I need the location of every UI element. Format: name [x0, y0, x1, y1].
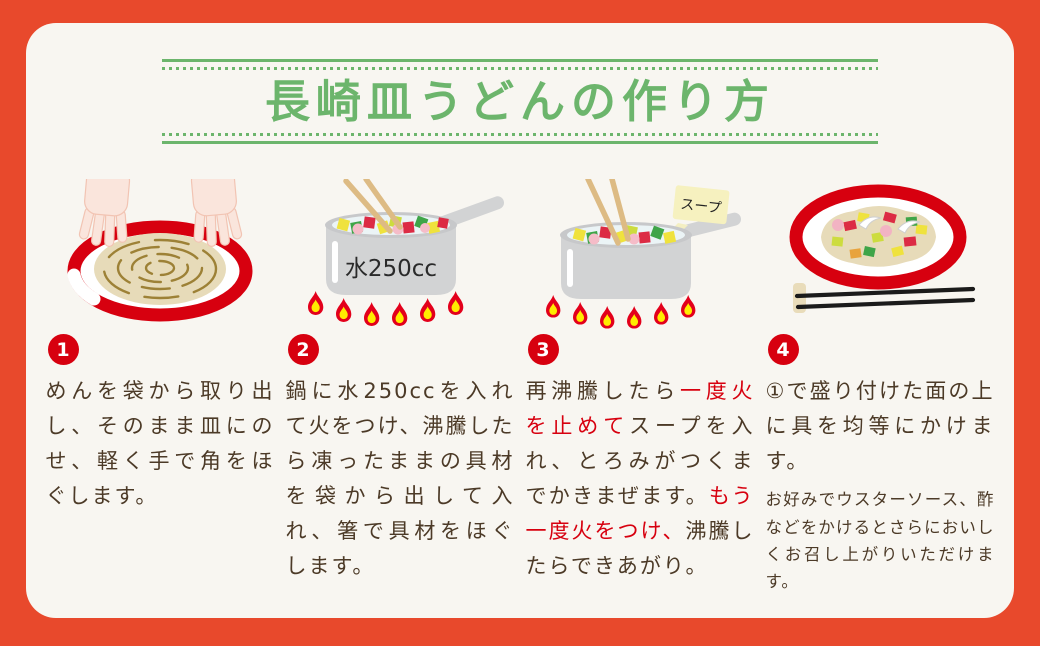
toppings-icon: [831, 211, 927, 259]
step-text: 再沸騰したら一度火を止めてスープを入れ、とろみがつくまでかきまぜます。もう一度火…: [525, 379, 755, 579]
step-number: 3: [536, 338, 550, 361]
chopsticks-icon: [342, 179, 403, 234]
step-note: お好みでウスターソース、酢などをかけるとさらにおいしくお召し上がりいただけます。: [765, 490, 995, 592]
step-number: 1: [56, 338, 70, 361]
step-number-badge: 1: [47, 334, 79, 365]
title-rule-bottom-dotted: [162, 132, 878, 136]
noodles-icon: [93, 233, 226, 305]
title-rule-bottom-solid: [162, 140, 878, 144]
hands-icon: [78, 179, 242, 248]
chopsticks-icon: [794, 286, 975, 310]
steps-row: 1 めんを袋から取り出し、そのまま皿にのせ、軽く手で角をほぐします。: [46, 179, 994, 596]
flames-icon: [307, 291, 463, 326]
soup-packet-icon: スープ: [672, 185, 729, 225]
step-number-badge: 2: [287, 334, 319, 365]
step-number: 2: [296, 338, 310, 361]
step-number: 4: [776, 338, 790, 361]
step-2: 水250cc 2 鍋に水250ccを入れて火をつけ、沸騰したら凍ったままの具材を…: [286, 179, 515, 596]
step-1: 1 めんを袋から取り出し、そのまま皿にのせ、軽く手で角をほぐします。: [46, 179, 275, 596]
title-block: 長崎皿うどんの作り方: [162, 59, 878, 144]
pot-on-fire-icon: 水250cc: [307, 179, 504, 326]
flames-icon: [545, 295, 695, 329]
step1-illustration: [46, 179, 275, 331]
step-3: スープ: [526, 179, 755, 596]
soup-packet-label: スープ: [679, 197, 722, 217]
step-text: めんを袋から取り出し、そのまま皿にのせ、軽く手で角をほぐします。: [45, 379, 275, 509]
title-rule-top-solid: [162, 59, 878, 62]
step-text: ①で盛り付けた面の上に具を均等にかけます。: [765, 379, 995, 474]
pot-highlight: [566, 249, 573, 287]
title-rule-top-dotted: [162, 67, 878, 70]
finished-dish-icon: [789, 184, 975, 313]
step-4: 4 ①で盛り付けた面の上に具を均等にかけます。 お好みでウスターソース、酢などを…: [766, 179, 995, 596]
step-number-badge: 3: [527, 334, 559, 365]
pot-soup-packet-icon: スープ: [545, 179, 741, 329]
chopsticks-icon: [584, 179, 631, 246]
plate-noodles-hands-icon: [67, 179, 252, 322]
step3-illustration: スープ: [526, 179, 755, 331]
step4-illustration: [766, 179, 995, 331]
step-text: 鍋に水250ccを入れて火をつけ、沸騰したら凍ったままの具材を袋から出して入れ、…: [285, 379, 515, 579]
pot-highlight: [331, 241, 338, 283]
recipe-card: 長崎皿うどんの作り方: [26, 23, 1014, 618]
step-number-badge: 4: [767, 334, 799, 365]
water-amount-label: 水250cc: [344, 256, 436, 282]
page-title: 長崎皿うどんの作り方: [264, 75, 775, 128]
step2-illustration: 水250cc: [286, 179, 515, 331]
